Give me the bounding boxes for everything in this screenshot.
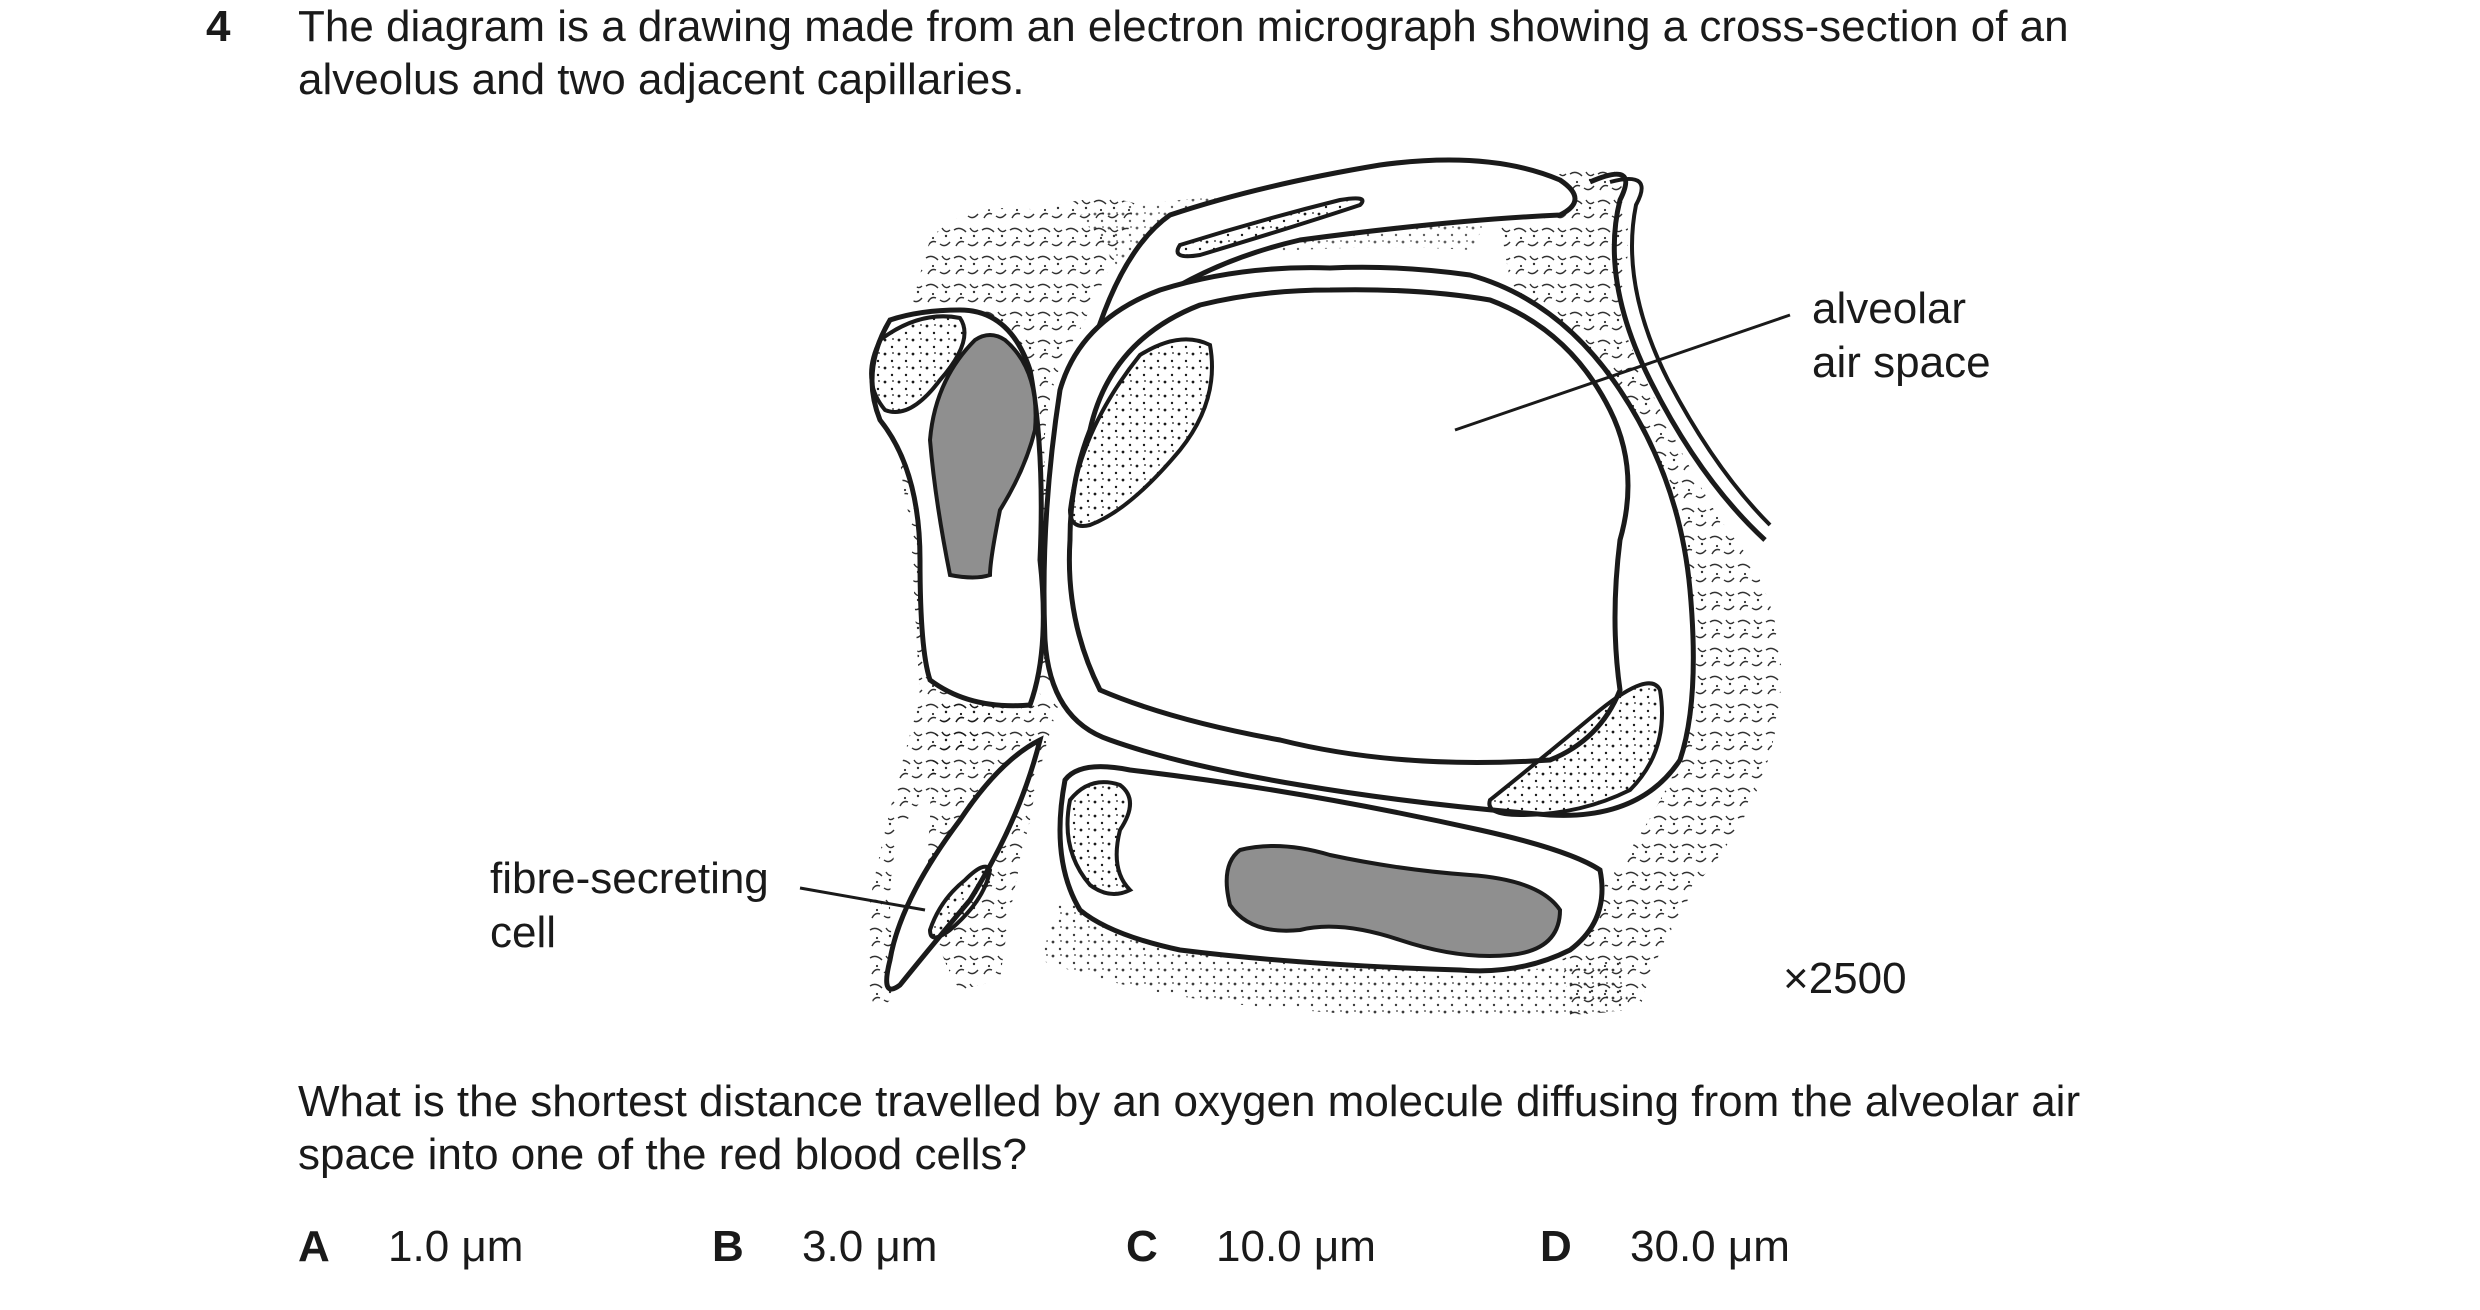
right-outer-wall — [1588, 171, 1767, 542]
option-value: 1.0 μm — [388, 1222, 524, 1271]
option-value: 30.0 μm — [1630, 1222, 1790, 1271]
option-b[interactable]: B 3.0 μm — [712, 1222, 937, 1272]
question-prompt-line-1: What is the shortest distance travelled … — [298, 1077, 2081, 1126]
epithelial-cell-top — [1087, 157, 1578, 357]
question-intro: The diagram is a drawing made from an el… — [298, 0, 2282, 106]
fibre-secreting-cell-leader — [799, 886, 926, 912]
option-value: 10.0 μm — [1216, 1222, 1376, 1271]
option-letter: A — [298, 1222, 330, 1271]
option-c[interactable]: C 10.0 μm — [1126, 1222, 1376, 1272]
question-prompt-line-2: space into one of the red blood cells? — [298, 1130, 1027, 1179]
red-blood-cell-left — [927, 333, 1038, 580]
answer-options: A 1.0 μm B 3.0 μm C 10.0 μm D 30.0 μm — [0, 1222, 2480, 1292]
label-alveolar-line-2: air space — [1812, 338, 1991, 387]
option-letter: D — [1540, 1222, 1572, 1271]
option-letter: B — [712, 1222, 744, 1271]
label-fibre-line-1: fibre-secreting — [490, 854, 769, 903]
alveolar-air-space — [1066, 287, 1631, 765]
option-letter: C — [1126, 1222, 1158, 1271]
label-fibre-line-2: cell — [490, 908, 557, 957]
label-alveolar-line-1: alveolar — [1812, 284, 1967, 333]
question-intro-line-2: alveolus and two adjacent capillaries. — [298, 55, 1025, 104]
option-d[interactable]: D 30.0 μm — [1540, 1222, 1790, 1272]
label-alveolar-air-space: alveolar air space — [1812, 282, 1991, 390]
red-blood-cell-bottom — [1224, 844, 1563, 958]
question-intro-line-1: The diagram is a drawing made from an el… — [298, 2, 2069, 51]
option-a[interactable]: A 1.0 μm — [298, 1222, 523, 1272]
question-number: 4 — [206, 2, 231, 51]
question-prompt: What is the shortest distance travelled … — [298, 1075, 2282, 1181]
magnification-label: ×2500 — [1783, 954, 1907, 1003]
alveolar-air-space-leader — [1454, 313, 1791, 432]
fibre-secreting-cell — [884, 735, 1044, 992]
label-fibre-secreting-cell: fibre-secreting cell — [490, 852, 769, 960]
option-value: 3.0 μm — [802, 1222, 938, 1271]
